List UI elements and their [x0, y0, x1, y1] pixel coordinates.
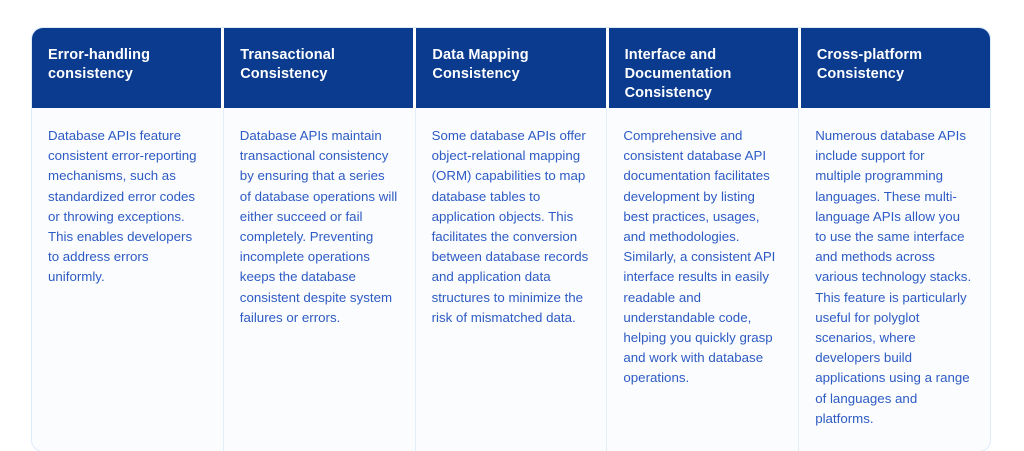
- table-header-row: Error-handling consistency Transactional…: [32, 28, 990, 108]
- table-body-text: Numerous database APIs include support f…: [815, 128, 972, 426]
- table-header-cell-cross-platform-consistency: Cross-platform Consistency: [800, 28, 990, 108]
- table-body-text: Database APIs feature consistent error-r…: [48, 128, 197, 285]
- table-body-cell-error-handling-consistency: Database APIs feature consistent error-r…: [32, 108, 224, 451]
- table-header-cell-data-mapping-consistency: Data Mapping Consistency: [416, 28, 609, 108]
- table-header-label: Interface and Documentation Consistency: [624, 47, 732, 102]
- page-canvas: Error-handling consistency Transactional…: [32, 28, 990, 451]
- table-body-text: Some database APIs offer object-relation…: [431, 128, 589, 325]
- table-header-cell-error-handling-consistency: Error-handling consistency: [32, 28, 225, 108]
- table-body-row: Database APIs feature consistent error-r…: [32, 108, 990, 451]
- table-header-label: Transactional Consistency: [240, 47, 335, 83]
- table-header-label: Data Mapping Consistency: [432, 47, 529, 83]
- table-body-cell-transactional-consistency: Database APIs maintain transactional con…: [224, 108, 416, 451]
- table-header-cell-transactional-consistency: Transactional Consistency: [224, 28, 417, 108]
- table-body-text: Database APIs maintain transactional con…: [239, 128, 398, 325]
- table-header-cell-interface-and-documentation-consistency: Interface and Documentation Consistency: [608, 28, 801, 108]
- table-body-text: Comprehensive and consistent database AP…: [623, 128, 776, 386]
- table-header-label: Cross-platform Consistency: [816, 47, 923, 83]
- table-body-cell-data-mapping-consistency: Some database APIs offer object-relation…: [416, 108, 608, 451]
- comparison-table: Error-handling consistency Transactional…: [32, 28, 990, 451]
- table-body-cell-cross-platform-consistency: Numerous database APIs include support f…: [799, 108, 990, 451]
- table-header-label: Error-handling consistency: [48, 47, 151, 83]
- table-body-cell-interface-and-documentation-consistency: Comprehensive and consistent database AP…: [607, 108, 800, 451]
